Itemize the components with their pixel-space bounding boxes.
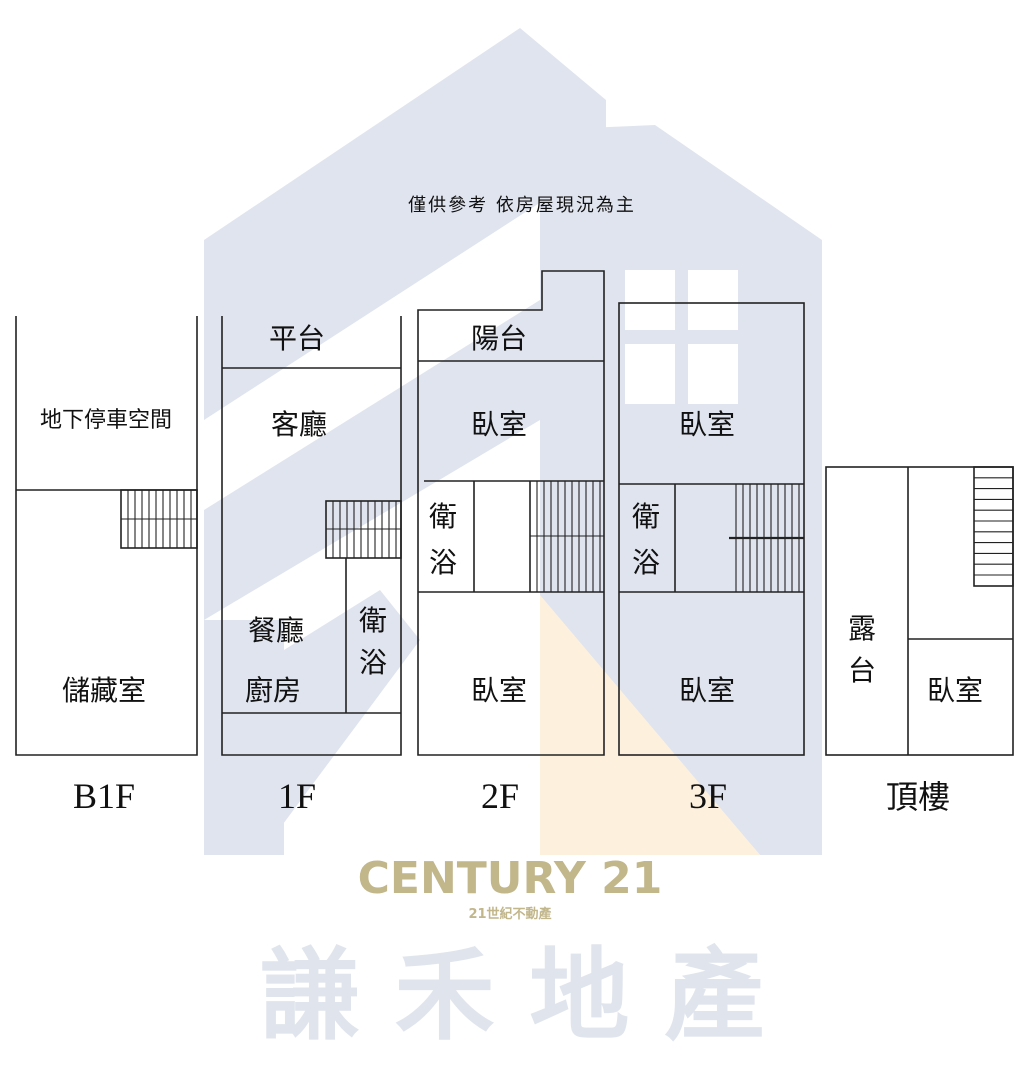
room-label: 地下停車空間 [40, 408, 172, 433]
floor-b1f [15, 316, 198, 756]
stairs [127, 490, 192, 548]
floor-label-3f: 3F [689, 776, 727, 816]
floor-label-rooftop: 頂樓 [886, 778, 950, 816]
floor-3f [618, 302, 805, 756]
floor-1f [221, 316, 402, 756]
room-label: 平台 [269, 322, 325, 355]
room-label: 台 [848, 654, 876, 687]
stairs [735, 484, 800, 592]
watermark-house-logo [204, 28, 822, 855]
room-label: 浴 [632, 546, 660, 579]
room-label: 餐廳 [248, 614, 304, 647]
room-label: 露 [848, 612, 876, 645]
stairs [974, 477, 1013, 576]
floor-label-b1f: B1F [73, 776, 135, 816]
room-label: 客廳 [271, 408, 327, 441]
room-label: 衛 [429, 500, 457, 533]
agency-watermark: 謙 禾 地 產 [260, 937, 764, 1054]
floor-rooftop [825, 466, 1014, 756]
stairs [332, 501, 397, 558]
room-label: 儲藏室 [62, 674, 146, 707]
century21-watermark: CENTURY 21 [358, 853, 663, 904]
room-label: 衛 [359, 604, 387, 637]
room-label: 陽台 [471, 322, 527, 355]
floor-2f [417, 270, 605, 756]
room-label: 臥室 [471, 408, 527, 441]
room-label: 臥室 [679, 408, 735, 441]
century21-sub-watermark: 21世紀不動產 [468, 906, 551, 922]
room-label: 衛 [632, 500, 660, 533]
room-label: 臥室 [927, 674, 983, 707]
room-label: 廚房 [245, 674, 301, 707]
room-label: 臥室 [471, 674, 527, 707]
disclaimer-note: 僅供參考 依房屋現況為主 [408, 195, 636, 216]
floor-label-1f: 1F [278, 776, 316, 816]
stairs [536, 481, 601, 592]
floor-label-2f: 2F [481, 776, 519, 816]
room-label: 浴 [429, 546, 457, 579]
room-label: 臥室 [679, 674, 735, 707]
room-label: 浴 [359, 646, 387, 679]
